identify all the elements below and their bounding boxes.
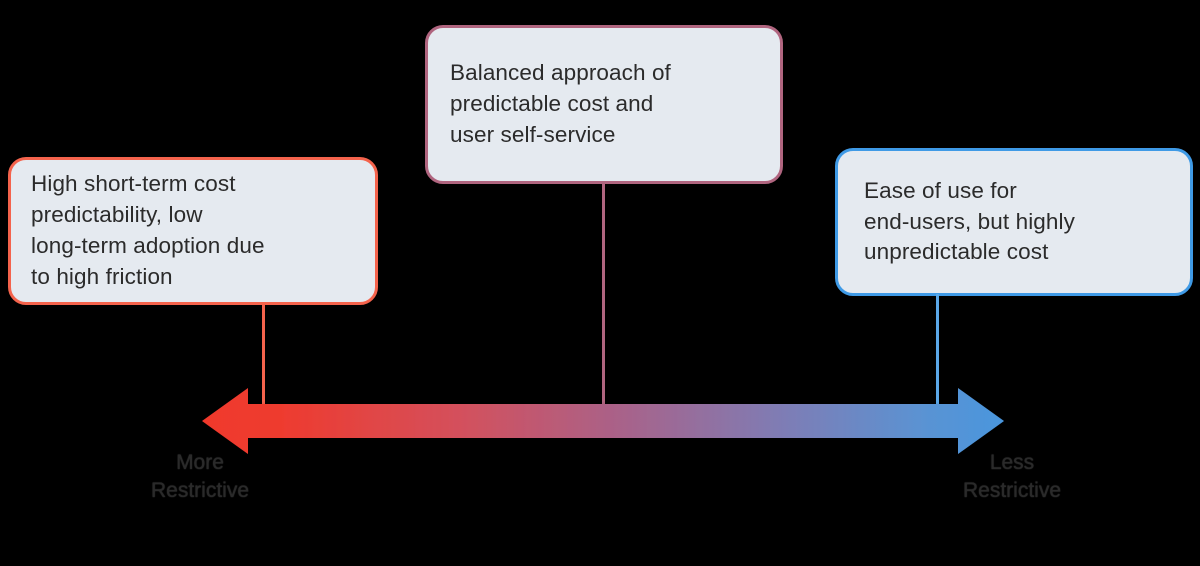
connector-line-right: [936, 294, 939, 406]
connector-line-center: [602, 182, 605, 406]
callout-left-text: High short-term cost predictability, low…: [31, 171, 265, 289]
callout-box-center[interactable]: Balanced approach of predictable cost an…: [425, 25, 783, 184]
connector-line-left: [262, 303, 265, 405]
callout-box-left[interactable]: High short-term cost predictability, low…: [8, 157, 378, 305]
spectrum-arrow-icon: [202, 388, 1004, 454]
callout-right-text: Ease of use for end-users, but highly un…: [864, 177, 1075, 265]
axis-label-more-restrictive: More Restrictive: [150, 451, 250, 502]
axis-label-less-restrictive: Less Restrictive: [962, 451, 1062, 502]
callout-center-text: Balanced approach of predictable cost an…: [450, 60, 671, 147]
callout-box-right[interactable]: Ease of use for end-users, but highly un…: [835, 148, 1193, 296]
